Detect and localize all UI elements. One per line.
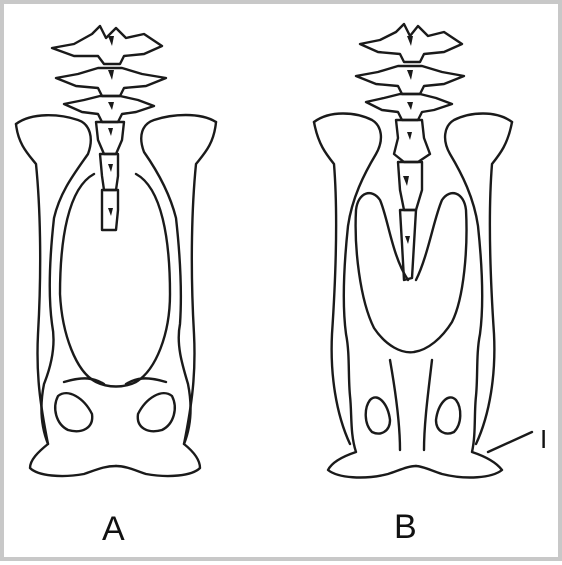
pelvis-a-left-foramen — [55, 393, 92, 431]
pelvis-b-right-foramen — [436, 397, 460, 433]
label-b: B — [394, 510, 417, 544]
pelvis-a-right-hip-bone — [116, 115, 216, 476]
pelvis-a-right-foramen — [138, 393, 175, 431]
pelvis-comparison-drawing — [4, 4, 562, 565]
pointer-label: I — [540, 426, 547, 452]
pelvis-a — [16, 26, 216, 476]
pelvis-a-pelvic-inlet — [60, 174, 170, 387]
pelvis-b-pelvic-inlet — [356, 193, 467, 352]
label-a: A — [102, 512, 125, 546]
pelvis-b-left-foramen — [366, 397, 390, 433]
pelvis-b — [314, 24, 532, 477]
pelvis-a-vertebrae — [52, 26, 166, 230]
pelvis-b-right-hip-bone — [416, 114, 512, 478]
pointer-line — [488, 432, 532, 452]
pelvis-b-left-hip-bone — [314, 114, 416, 478]
